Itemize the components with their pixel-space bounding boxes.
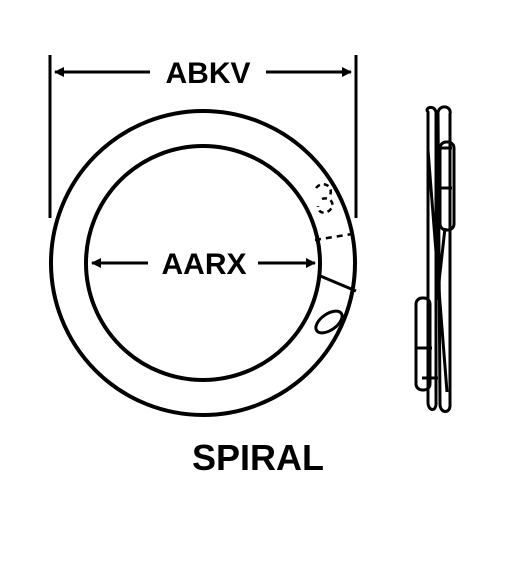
ring-inner-edge: [84, 144, 322, 382]
hidden-notch: [315, 183, 334, 214]
inner-dimension-label: AARX: [161, 248, 246, 281]
outer-dimension-label: ABKV: [165, 57, 250, 90]
diagram-caption: SPIRAL: [192, 437, 324, 478]
spiral-end-line: [317, 273, 357, 293]
ring-outer-edge: [49, 109, 357, 417]
hidden-end-line: [314, 232, 353, 242]
side-profile-view: [414, 105, 456, 413]
removal-slot: [314, 309, 344, 335]
